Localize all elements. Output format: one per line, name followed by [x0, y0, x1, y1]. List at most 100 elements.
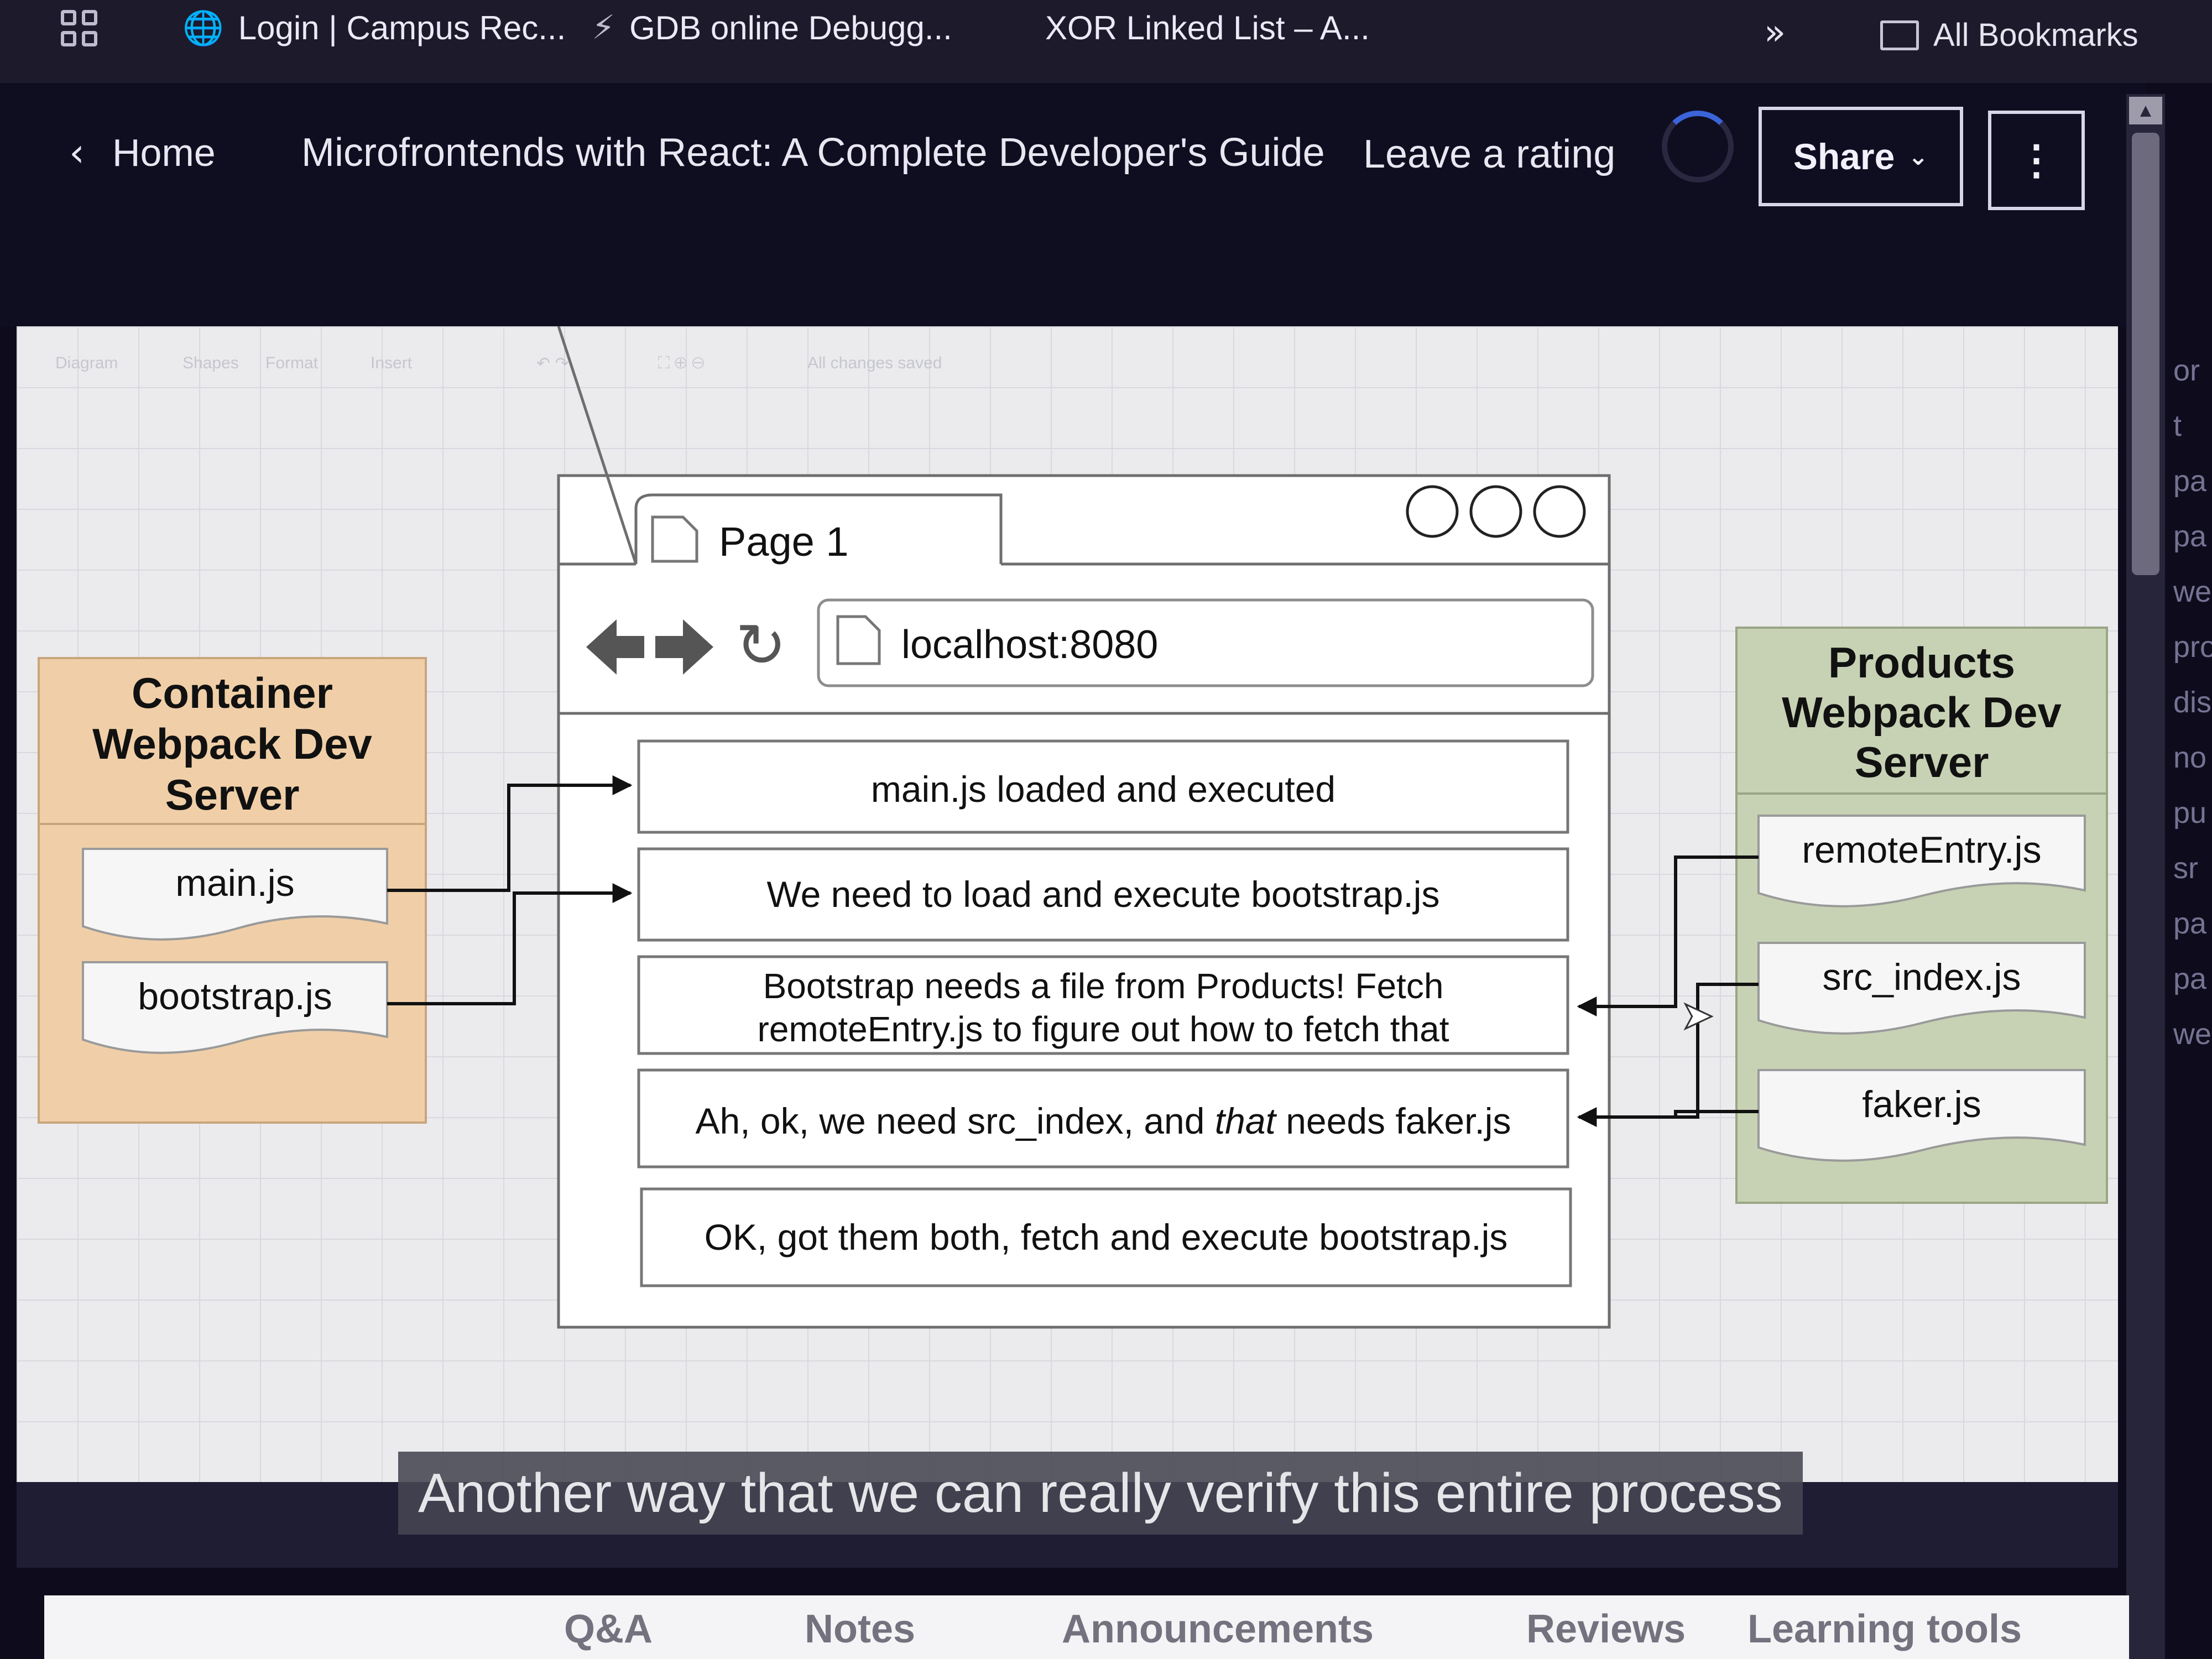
scrollbar-thumb[interactable] — [2132, 133, 2159, 575]
browser-mockup: Page 1 ↻ localhost:8080 main.js loaded a… — [557, 326, 1611, 1329]
edge-text-line: pa — [2173, 520, 2207, 553]
window-circle-icon — [1533, 485, 1586, 538]
remote-entry-file-shape — [1757, 815, 2086, 907]
edge-text-line: we — [2173, 575, 2212, 608]
main-js-label: main.js — [175, 862, 294, 904]
src-index-file-shape — [1757, 942, 2086, 1035]
container-server-box: Container Webpack Dev Server main.js boo… — [38, 657, 427, 1124]
menu-shapes: Shapes — [182, 354, 239, 372]
bookmark-gdb-online[interactable]: ⚡ GDB online Debugg... — [592, 0, 952, 55]
main-js-file-shape — [82, 848, 388, 941]
progress-ring-icon[interactable] — [1662, 111, 1734, 182]
products-title-line: Products — [1828, 638, 2015, 687]
drawio-toolbar: Diagram Shapes Format Insert ↶ ↷ ⛶ ⊕ ⊖ A… — [39, 337, 2096, 387]
container-title-line: Server — [165, 770, 300, 819]
bookmark-xor-linked-list[interactable]: XOR Linked List – A... — [1045, 0, 1370, 55]
container-title-line: Container — [132, 669, 333, 717]
menu-diagram: Diagram — [55, 354, 118, 372]
bookmark-label: GDB online Debugg... — [629, 9, 952, 46]
scroll-up-arrow-icon[interactable]: ▲ — [2129, 97, 2162, 124]
step-text: remoteEntry.js to figure out how to fetc… — [758, 1009, 1449, 1049]
more-options-button[interactable]: ⋮ — [1988, 111, 2085, 210]
tab-reviews[interactable]: Reviews — [1526, 1607, 1686, 1651]
mouse-cursor-icon: ➤ — [1681, 993, 1714, 1038]
connector-arrows — [387, 775, 1759, 1127]
bookmark-label: XOR Linked List – A... — [1045, 9, 1370, 46]
tab-notes[interactable]: Notes — [805, 1607, 916, 1651]
faker-js-label: faker.js — [1862, 1083, 1981, 1125]
faker-js-file-shape — [1757, 1069, 2086, 1162]
remote-entry-label: remoteEntry.js — [1802, 829, 2041, 871]
leave-rating-link[interactable]: Leave a rating — [1363, 132, 1616, 176]
edge-text-line: pa — [2173, 907, 2207, 940]
tab-qa[interactable]: Q&A — [564, 1607, 653, 1651]
products-server-box: Products Webpack Dev Server remoteEntry.… — [1735, 627, 2108, 1204]
arrow-faker-to-step4 — [1674, 1110, 1759, 1117]
browser-tab-label: Page 1 — [719, 519, 849, 565]
forward-arrow-icon — [655, 619, 713, 675]
zoom-icons: ⛶ ⊕ ⊖ — [658, 354, 705, 372]
edge-text-line: pro — [2173, 630, 2212, 664]
arrow-remote-entry-to-step3 — [1577, 855, 1759, 1016]
bookmark-label: Login | Campus Rec... — [238, 9, 566, 46]
page-icon — [836, 615, 881, 665]
step-text: We need to load and execute bootstrap.js — [767, 874, 1440, 915]
address-bar — [817, 598, 1594, 687]
menu-format: Format — [265, 354, 319, 372]
edge-text-line: t — [2173, 409, 2182, 442]
container-title-line: Webpack Dev — [92, 719, 372, 768]
edge-text-line: pa — [2173, 465, 2207, 498]
address-url: localhost:8080 — [901, 623, 1158, 667]
reload-icon: ↻ — [735, 610, 786, 681]
video-caption: Another way that we can really verify th… — [398, 1452, 1803, 1535]
course-title[interactable]: Microfrontends with React: A Complete De… — [301, 131, 1325, 175]
step-box — [637, 847, 1569, 942]
undo-icon: ↶ ↷ — [536, 354, 569, 373]
arrow-main-to-step1 — [387, 775, 633, 892]
browser-tab — [634, 493, 1003, 564]
share-button[interactable]: Share ⌄ — [1759, 107, 1963, 206]
kebab-icon: ⋮ — [2016, 137, 2057, 183]
globe-icon: 🌐 — [182, 8, 224, 48]
page-icon — [651, 515, 698, 563]
edge-text-line: pu — [2173, 796, 2207, 830]
video-player[interactable]: Diagram Shapes Format Insert ↶ ↷ ⛶ ⊕ ⊖ A… — [17, 326, 2118, 1568]
edge-text-line: sr — [2173, 852, 2198, 885]
edge-text-line: or — [2173, 354, 2200, 387]
step-text: OK, got them both, fetch and execute boo… — [705, 1217, 1508, 1258]
home-link[interactable]: ‹ Home — [69, 130, 216, 175]
home-label: Home — [112, 131, 216, 174]
step-box — [637, 955, 1569, 1055]
step-text: Bootstrap needs a file from Products! Fe… — [763, 966, 1444, 1006]
step-text: main.js loaded and executed — [871, 769, 1335, 810]
course-tabs: Q&A Notes Announcements Reviews Learning… — [44, 1595, 2129, 1659]
step-box — [640, 1187, 1572, 1287]
chevron-left-icon: ‹ — [69, 130, 85, 175]
menu-insert: Insert — [371, 354, 413, 372]
window-circle-icon — [1469, 485, 1522, 538]
bookmarks-bar: 🌐 Login | Campus Rec... ⚡ GDB online Deb… — [0, 0, 2212, 83]
bootstrap-js-label: bootstrap.js — [138, 975, 332, 1018]
window-circle-icon — [1406, 485, 1459, 538]
edge-text-line: no — [2173, 741, 2207, 774]
save-status: All changes saved — [807, 354, 942, 372]
bookmark-login-campus-rec[interactable]: 🌐 Login | Campus Rec... — [182, 0, 566, 55]
products-title-line: Webpack Dev — [1782, 688, 2062, 737]
apps-grid-icon[interactable] — [61, 10, 97, 46]
arrow-bootstrap-to-step2 — [387, 883, 633, 1005]
folder-icon — [1880, 20, 1919, 50]
arrow-src-index-to-step4 — [1577, 983, 1759, 1127]
all-bookmarks-button[interactable]: All Bookmarks — [1880, 17, 2138, 54]
tab-announcements[interactable]: Announcements — [1062, 1607, 1374, 1651]
back-arrow-icon — [586, 619, 644, 675]
share-label: Share — [1793, 136, 1895, 177]
tab-learning-tools[interactable]: Learning tools — [1747, 1607, 2022, 1651]
edge-text-line: pa — [2173, 962, 2207, 995]
microfrontend-diagram: Container Webpack Dev Server main.js boo… — [38, 326, 2108, 1329]
edge-text-line: dis — [2173, 686, 2212, 719]
sidebar-edge-text: or t pa pa we pro dis no pu sr pa pa we — [2173, 343, 2212, 1062]
src-index-label: src_index.js — [1822, 956, 2021, 998]
more-bookmarks-icon[interactable]: » — [1764, 12, 1786, 53]
step-box — [637, 1068, 1569, 1168]
chevron-down-icon: ⌄ — [1908, 142, 1929, 171]
